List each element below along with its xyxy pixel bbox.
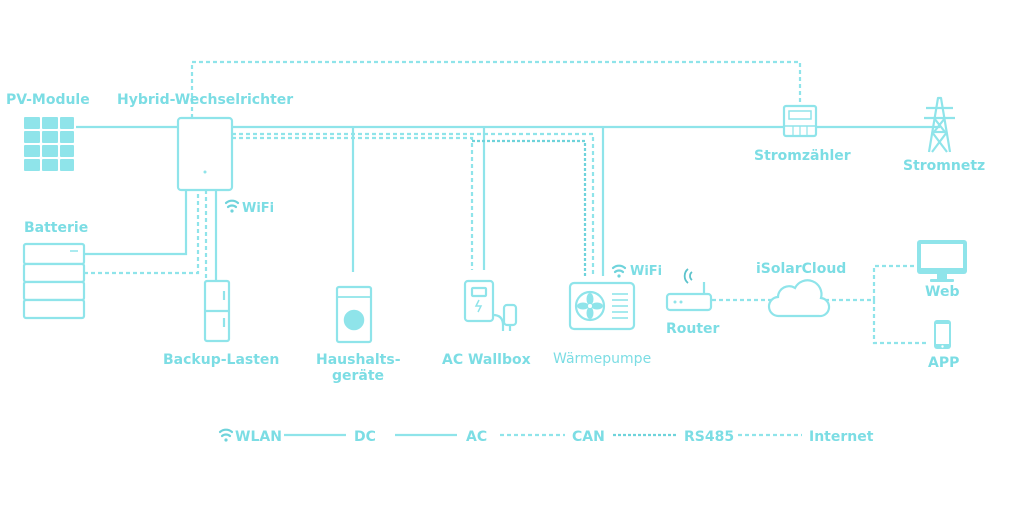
- inverter-icon: [176, 116, 234, 192]
- cloud-label: iSolarCloud: [756, 261, 846, 277]
- legend-dc-label: DC: [354, 429, 376, 445]
- backup-loads-label: Backup-Lasten: [163, 352, 279, 368]
- connection-lines: [76, 60, 940, 345]
- web-line: [872, 264, 916, 300]
- grid-label: Stromnetz: [903, 158, 985, 174]
- legend-rs485-label: RS485: [684, 429, 734, 445]
- smartphone-icon: [934, 320, 951, 349]
- legend-internet-label: Internet: [809, 429, 874, 445]
- ev-charger-icon: [463, 279, 518, 331]
- inverter-label: Hybrid-Wechselrichter: [117, 92, 293, 108]
- refrigerator-icon: [203, 279, 231, 343]
- router-icon: [665, 268, 713, 312]
- household-label-line1: Haushalts-: [316, 352, 401, 368]
- pv-modules-label: PV-Module: [6, 92, 90, 108]
- battery-can-line: [84, 190, 200, 275]
- heatpump-rs485-line: [472, 139, 587, 276]
- legend: WLAN DC AC CAN RS485 Internet: [218, 428, 874, 445]
- energy-meter-icon: [782, 104, 818, 138]
- battery-icon: [22, 242, 86, 320]
- wallbox-dash-line: [232, 136, 474, 270]
- wifi-heatpump-label: WiFi: [630, 264, 662, 279]
- meter-comm-line: [190, 60, 802, 118]
- heatpump-can-line: [232, 132, 595, 276]
- wifi-icon: [611, 264, 627, 278]
- solar-panel-icon: [24, 117, 74, 171]
- battery-dc-line: [84, 190, 188, 256]
- monitor-icon: [917, 240, 967, 282]
- legend-ac-label: AC: [466, 429, 487, 445]
- household-label-line2: geräte: [332, 368, 384, 384]
- cloud-icon: [767, 279, 831, 318]
- web-label: Web: [925, 284, 959, 300]
- wifi-icon: [218, 428, 234, 442]
- wallbox-label: AC Wallbox: [442, 352, 531, 368]
- legend-wlan-label: WLAN: [235, 429, 282, 445]
- heat-pump-label: Wärmepumpe: [553, 351, 651, 367]
- legend-can-label: CAN: [572, 429, 605, 445]
- app-label: APP: [928, 355, 959, 371]
- heat-pump-icon: [568, 281, 636, 331]
- washing-machine-icon: [335, 285, 373, 344]
- router-label: Router: [666, 321, 720, 337]
- battery-label: Batterie: [24, 220, 88, 236]
- meter-label: Stromzähler: [754, 148, 851, 164]
- power-tower-icon: [924, 96, 955, 153]
- app-line: [872, 300, 928, 345]
- wifi-inverter-label: WiFi: [242, 201, 274, 216]
- wifi-icon: [224, 199, 240, 213]
